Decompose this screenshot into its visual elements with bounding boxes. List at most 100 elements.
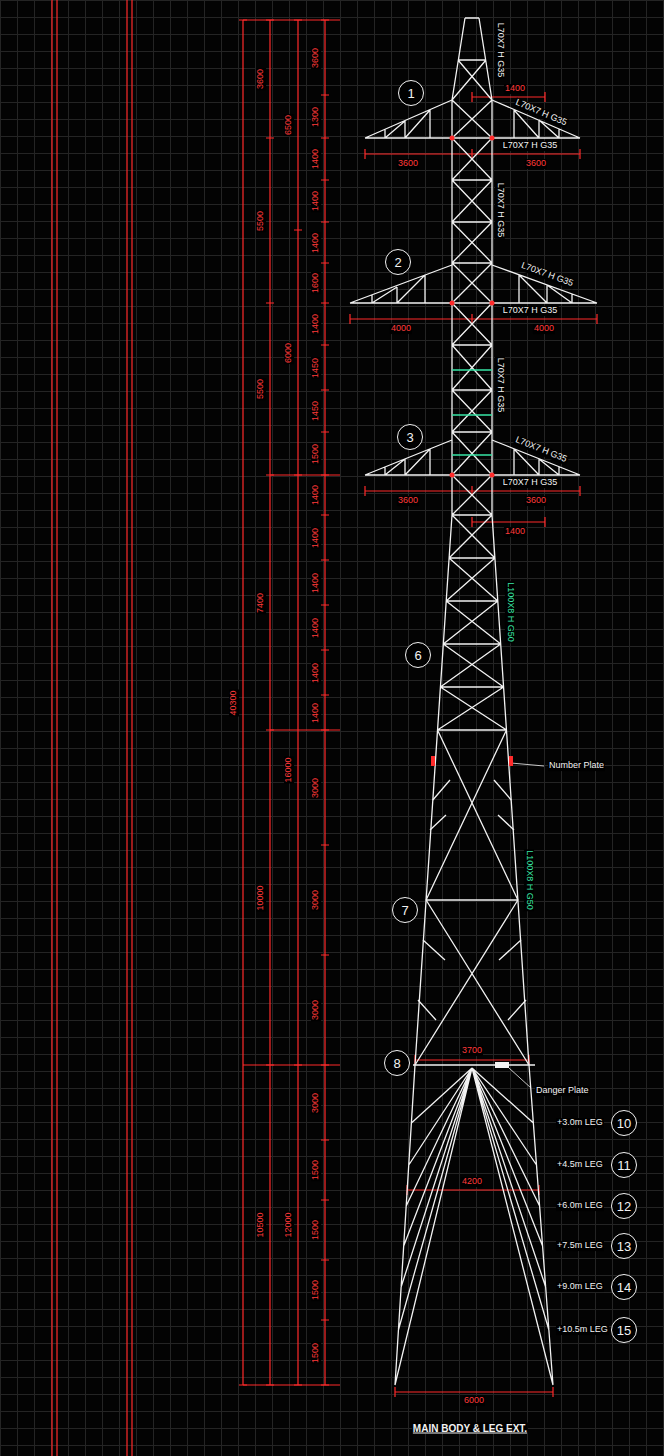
dimension-text: 1500 [311, 1159, 321, 1181]
callout-number: 11 [617, 1159, 631, 1172]
joint-marks [431, 136, 513, 767]
peak [452, 18, 492, 100]
dimension-text: 5500 [256, 209, 266, 231]
dimension-text: 3000 [311, 999, 321, 1021]
leg-extension-label: +4.5m LEG [556, 1160, 604, 1170]
leg-extension-label: +7.5m LEG [556, 1241, 604, 1251]
dimension-text: 1300 [311, 105, 321, 127]
dimension-text: 7400 [256, 591, 266, 613]
tapered-body [415, 515, 529, 1065]
callout-number: 7 [401, 904, 408, 917]
dimension-text: 4000 [390, 324, 412, 334]
lower-body [413, 730, 535, 1065]
dimension-text: 1400 [311, 526, 321, 548]
dimension-text: 1450 [311, 356, 321, 378]
dimension-text: 1500 [311, 1341, 321, 1363]
dimension-text: 10500 [256, 1211, 266, 1238]
dimension-line [243, 20, 325, 1385]
callout-number: 6 [414, 649, 421, 662]
member-label: L100X8 H G50 [524, 849, 534, 911]
callout-number: 13 [617, 1240, 631, 1253]
dimension-text: 6500 [284, 114, 294, 136]
dimension-text: 1400 [504, 84, 526, 94]
member-label: L70X7 H G35 [495, 182, 505, 239]
dimension-text: 1400 [311, 701, 321, 723]
dimension-text: 1600 [311, 272, 321, 294]
dimension-text: 1450 [311, 400, 321, 422]
dimension-text: 3600 [397, 496, 419, 506]
callout-circle: 11 [611, 1152, 637, 1178]
dimension-text: 12000 [284, 1211, 294, 1238]
leg-extension-label: +6.0m LEG [556, 1201, 604, 1211]
dimension-text: 1400 [311, 231, 321, 253]
callout-circle: 14 [611, 1274, 637, 1300]
dimension-text: 3600 [525, 159, 547, 169]
dimension-text: 4200 [461, 1177, 483, 1187]
callout-circle: 12 [611, 1193, 637, 1219]
joint-mark [450, 473, 455, 478]
dimension-text: 1500 [311, 1279, 321, 1301]
dimension-text: 1400 [311, 148, 321, 170]
dimension-text: 3600 [256, 68, 266, 90]
plate-label: Number Plate [548, 761, 605, 771]
border-line [52, 0, 132, 1456]
callout-circle: 13 [611, 1233, 637, 1259]
member-label: L100X8 H G50 [505, 581, 515, 643]
number-plate-mark [509, 756, 513, 766]
callout-number: 2 [394, 256, 401, 269]
callout-circle: 3 [397, 424, 423, 450]
leg-extension-label: +9.0m LEG [556, 1282, 604, 1292]
dimension-text: 1400 [311, 661, 321, 683]
joint-mark [490, 301, 495, 306]
dimension-text: 3600 [397, 159, 419, 169]
callout-circle: 6 [405, 642, 431, 668]
dimension-text: 1400 [504, 527, 526, 537]
dimension-text: 3000 [311, 889, 321, 911]
dimension-text: 1400 [311, 313, 321, 335]
member-label: L70X7 H G35 [502, 141, 559, 151]
callout-number: 15 [617, 1324, 631, 1337]
leg-extension [395, 1065, 553, 1385]
dimension-text: 1400 [311, 616, 321, 638]
dimension-text: 1400 [311, 571, 321, 593]
dimension-text: 4000 [533, 324, 555, 334]
callout-circle: 7 [392, 897, 418, 923]
callout-number: 3 [406, 431, 413, 444]
leg-extension-label: +10.5m LEG [556, 1325, 609, 1335]
dimension-tick [239, 20, 329, 1385]
danger-plate [495, 1062, 509, 1068]
drawing-caption: MAIN BODY & LEG EXT. [412, 1423, 528, 1434]
dimension-text: 6000 [284, 341, 294, 363]
callout-number: 12 [617, 1200, 631, 1213]
dimension-text: 1400 [311, 190, 321, 212]
highlight-member [452, 370, 492, 455]
dimension-text: 1400 [311, 484, 321, 506]
plate-label: Danger Plate [535, 1086, 590, 1096]
callout-number: 10 [617, 1117, 631, 1130]
leg-extension-label: +3.0m LEG [556, 1118, 604, 1128]
dimension-text: 16000 [284, 756, 294, 783]
dimension-text: 3000 [311, 776, 321, 798]
member-label: L70X7 H G35 [495, 22, 505, 79]
dimension-text: 3600 [311, 46, 321, 68]
upper-body [452, 100, 492, 515]
callout-number: 8 [393, 1057, 400, 1070]
joint-mark [490, 136, 495, 141]
callout-circle: 1 [398, 80, 424, 106]
dimension-lines [52, 0, 597, 1456]
dimension-text: 3700 [461, 1046, 483, 1056]
number-plate-mark [431, 756, 435, 766]
callout-circle: 15 [611, 1317, 637, 1343]
dimension-text: 1500 [311, 442, 321, 464]
dimension-text: 40300 [229, 689, 239, 716]
joint-mark [450, 301, 455, 306]
highlight-members [452, 370, 492, 455]
extension-line [243, 20, 340, 1385]
dimension-text: 1500 [311, 1219, 321, 1241]
joint-mark [450, 136, 455, 141]
dimension-text: 10000 [256, 884, 266, 911]
dimension-text: 5500 [256, 378, 266, 400]
member-label: L70X7 H G35 [502, 478, 559, 488]
